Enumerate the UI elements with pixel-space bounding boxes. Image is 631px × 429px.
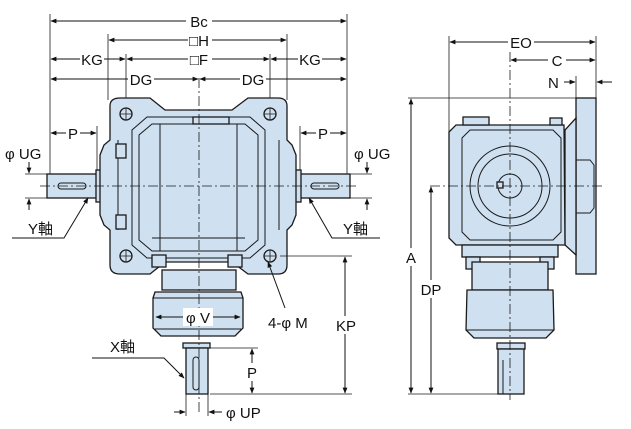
label-kp: KP [336,318,356,335]
label-dg-left: DG [130,72,153,89]
label-c: C [552,53,563,70]
label-up: φ UP [226,405,261,422]
label-v: φ V [186,310,210,327]
label-p-left: P [68,126,78,143]
y-shaft-left [46,169,103,203]
label-x-axis: X軸 [110,339,135,356]
label-ug-left: φ UG [5,146,41,163]
label-a: A [406,250,416,267]
label-bc: Bc [190,14,208,31]
gearbox-side-housing [448,97,597,395]
label-y-axis-right: Y軸 [343,221,368,238]
label-m: 4-φ M [268,315,308,332]
label-h: □H [189,33,209,50]
label-p-bottom: P [247,365,257,382]
front-view: Bc □H KG □F KG DG DG P P φ UG φ UG Y軸 Y軸… [5,12,390,422]
label-p-right: P [318,126,328,143]
label-eo: EO [510,35,532,52]
label-dp: DP [421,282,442,299]
side-view: EO C N A DP [403,33,612,400]
label-y-axis-left: Y軸 [28,221,53,238]
label-kg-right: KG [299,52,321,69]
label-n: N [548,75,559,92]
label-ug-right: φ UG [354,146,390,163]
label-kg-left: KG [81,52,103,69]
label-dg-right: DG [242,72,265,89]
label-f: □F [190,52,208,69]
